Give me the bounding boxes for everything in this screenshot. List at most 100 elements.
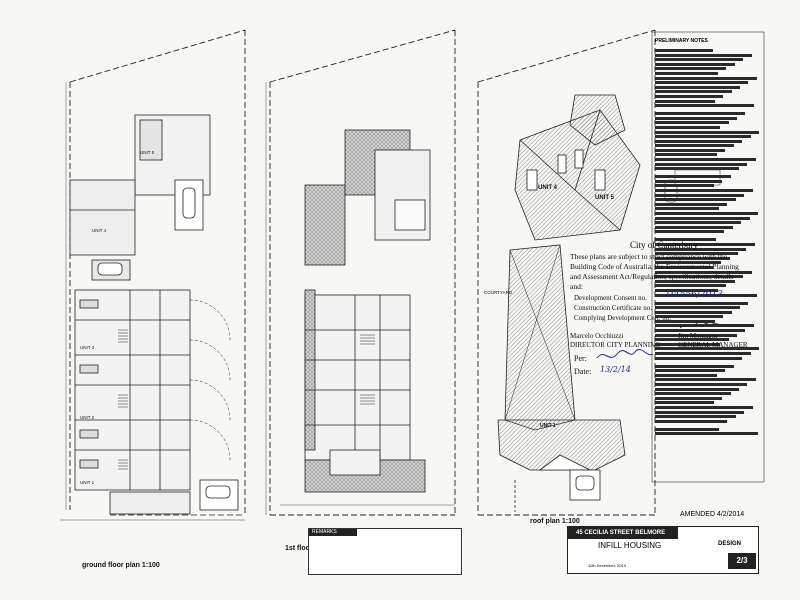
note-line: [655, 242, 755, 246]
note-line: [655, 319, 715, 323]
note-line: [655, 58, 744, 62]
note-line: [655, 216, 750, 220]
note-line: [655, 76, 757, 80]
note-line: [655, 293, 757, 297]
note-line: [655, 144, 734, 148]
note-line: [655, 306, 741, 310]
note-line: [655, 270, 752, 274]
note-line: [655, 288, 718, 292]
note-line: [655, 135, 751, 139]
note-line: [655, 378, 756, 382]
note-line: [655, 53, 752, 57]
note-line: [655, 324, 754, 328]
note-line: [655, 333, 737, 337]
note-line: [655, 284, 727, 288]
note-line: [655, 125, 721, 129]
council-approval-stamp: City of Canterbury These plans are subje…: [570, 240, 748, 390]
notes-border: [651, 31, 765, 483]
note-line: [655, 364, 734, 368]
roof-unit-label: UNIT 4: [538, 185, 558, 191]
roof-plan: [477, 29, 656, 516]
note-line: [655, 261, 722, 265]
note-line: [655, 342, 721, 346]
note-line: [655, 99, 715, 103]
stamp-line: Building Code of Australia, the Environm…: [570, 262, 739, 271]
note-line: [655, 396, 723, 400]
note-line: [655, 202, 728, 206]
note-line: [655, 256, 730, 260]
note-line: [655, 162, 748, 166]
note-line: [655, 198, 736, 202]
note-line: [655, 415, 736, 419]
note-line: [655, 279, 735, 283]
note-line: [655, 184, 714, 188]
note-line: [655, 427, 720, 431]
unit-label: UNIT 5: [140, 150, 155, 155]
note-line: [655, 275, 744, 279]
title-block: 45 CECILIA STREET BELMORE INFILL HOUSING…: [567, 526, 759, 574]
note-line: [655, 338, 729, 342]
per-label: Per:: [574, 354, 587, 363]
note-line: [655, 392, 731, 396]
note-line: [655, 148, 726, 152]
note-line: [655, 94, 724, 98]
note-line: [655, 179, 723, 183]
date-value: 13/2/14: [600, 365, 631, 374]
council-name: City of Canterbury: [630, 240, 698, 250]
unit-label: UNIT 4: [92, 228, 107, 233]
project-address: 45 CECILIA STREET BELMORE: [568, 527, 678, 539]
note-line: [655, 130, 759, 134]
note-line: [655, 104, 754, 108]
note-line: [655, 71, 718, 75]
note-line: [655, 175, 731, 179]
ground-floor-title: ground floor plan 1:100: [82, 562, 160, 569]
signatory2-name: Jim Montague: [678, 332, 719, 340]
note-line: [655, 432, 758, 436]
note-line: [655, 410, 745, 414]
sheet-number: 2/3: [728, 553, 756, 569]
roof-unit-label: UNIT 1: [540, 423, 556, 429]
note-line: [655, 329, 746, 333]
consent-label: Development Consent no.: [574, 294, 647, 302]
note-line: [655, 401, 714, 405]
note-line: [655, 121, 729, 125]
note-line: [655, 405, 753, 409]
signature-scribble: [596, 349, 654, 359]
ground-floor-plan: [60, 29, 246, 521]
note-line: [655, 230, 725, 234]
date-label: Date:: [574, 367, 592, 376]
note-line: [655, 158, 756, 162]
note-line: [655, 238, 716, 242]
note-line: [655, 356, 743, 360]
signature-scribble: [679, 321, 727, 329]
unit-label: UNIT 3: [80, 345, 95, 350]
courtyard-label: COURTYARD: [484, 290, 513, 295]
first-floor-plan: [265, 29, 456, 516]
note-line: [655, 167, 739, 171]
remarks-box: REMARKS: [308, 528, 462, 575]
unit-label: UNIT 1: [80, 480, 95, 485]
preliminary-notes: PRELIMINARY NOTES: [655, 38, 760, 478]
note-line: [655, 252, 738, 256]
note-line: [655, 383, 748, 386]
note-line: [655, 193, 745, 197]
note-line: [655, 112, 746, 116]
remarks-label: REMARKS: [309, 529, 357, 536]
note-line: [655, 387, 739, 391]
note-line: [655, 67, 727, 71]
notes-title: PRELIMINARY NOTES: [655, 38, 708, 44]
note-line: [655, 419, 728, 423]
note-line: [655, 212, 758, 215]
drawing-date: 11th December, 2013: [588, 563, 626, 568]
note-line: [655, 369, 726, 373]
note-line: [655, 221, 742, 225]
note-line: [655, 85, 741, 89]
notes-text-block: [655, 49, 760, 436]
note-line: [655, 373, 717, 377]
note-line: [655, 207, 720, 211]
stamp-line: These plans are subject to strict compli…: [570, 252, 728, 261]
note-line: [655, 225, 733, 229]
cert-label: Construction Certificate no.: [574, 304, 652, 312]
note-line: [655, 49, 713, 52]
